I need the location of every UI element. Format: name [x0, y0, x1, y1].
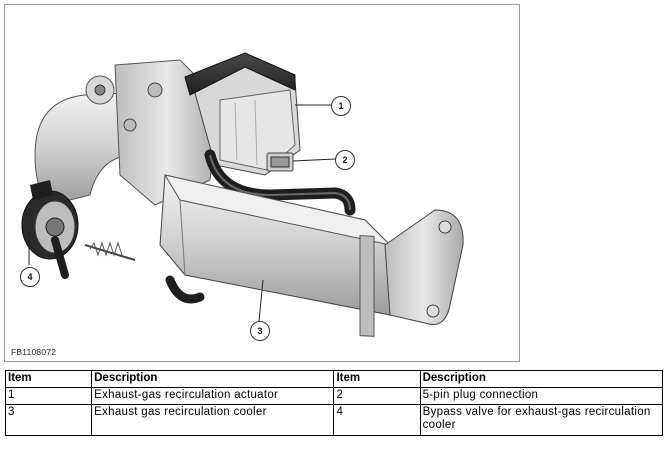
table-row: 1 Exhaust-gas recirculation actuator 2 5… [4, 387, 664, 405]
table-header-row: Item Description Item Description [4, 370, 664, 388]
callout-3: 3 [250, 321, 270, 341]
table-cell: Bypass valve for exhaust-gas recirculati… [419, 404, 664, 436]
egr-assembly-drawing [21, 52, 464, 337]
valve-body [114, 59, 221, 206]
outlet-flange [384, 209, 464, 325]
table-cell: Exhaust gas recirculation cooler [91, 404, 335, 436]
table-cell: 4 [333, 404, 421, 436]
header-item: Item [4, 370, 93, 388]
legend-table: Item Description Item Description 1 Exha… [4, 370, 664, 436]
header-description: Description [91, 370, 335, 388]
callout-1: 1 [331, 96, 351, 116]
table-cell: 5-pin plug connection [419, 387, 664, 405]
figure-id-label: FB1108072 [11, 347, 57, 357]
table-cell: 2 [333, 387, 421, 405]
table-row: 3 Exhaust gas recirculation cooler 4 Byp… [4, 404, 664, 436]
table-cell: 3 [4, 404, 93, 436]
callout-4: 4 [20, 267, 40, 287]
header-description: Description [419, 370, 664, 388]
callout-2: 2 [335, 150, 355, 170]
header-item: Item [333, 370, 421, 388]
table-cell: Exhaust-gas recirculation actuator [91, 387, 335, 405]
table-cell: 1 [4, 387, 93, 405]
actuator-cap [184, 52, 296, 96]
component-illustration: 1 2 3 4 FB1108072 [4, 4, 520, 362]
